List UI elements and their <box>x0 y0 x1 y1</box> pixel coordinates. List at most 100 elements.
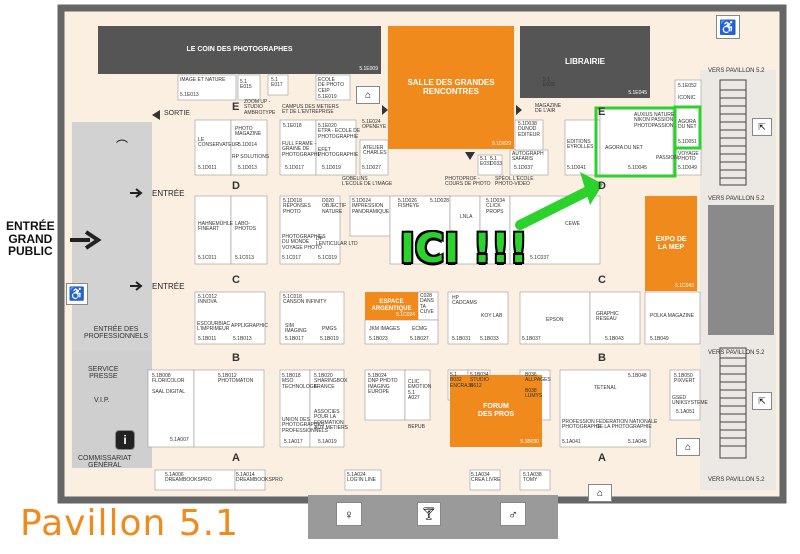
stand-code: 5.1C017 <box>282 255 301 261</box>
expo-de-la-mep: EXPO DE LA MEP 5.1C043 <box>645 196 697 291</box>
wheelchair-icon: ♿ <box>66 283 88 305</box>
stand-label: 5.1D024 IMPRESSION PANORAMIQUE <box>352 198 390 215</box>
vip-label: V.I.P. <box>94 397 110 404</box>
stand-label: AGORA DU NET <box>605 145 643 151</box>
stand-label: CLIC EMOTION 5.1 A027 <box>408 379 432 401</box>
stand-label: GSED UNIKSYSTEME <box>672 395 708 407</box>
stand-label: ICONIC <box>678 95 696 101</box>
stand-code: 5.1B031 <box>452 336 471 342</box>
stand-label: B036 ALLPAGES B038 LUMYS <box>525 372 551 399</box>
stand-label: 5.1B008 FLORICOLOR SAAL DIGITAL <box>152 373 186 395</box>
stand-code: 5.1B019 <box>320 336 339 342</box>
vers-pavillon-label: VERS PAVILLON 5.2 <box>708 477 765 483</box>
stand-code: 5.1B023 <box>369 336 388 342</box>
entree-grand-public: ENTRÉE GRAND PUBLIC <box>6 219 55 259</box>
stand-code: 5.1C013 <box>235 255 254 261</box>
stand-label: PHOTOPROF - COURS DE PHOTO <box>445 176 491 188</box>
stand-code: 5.1A041 <box>562 439 581 445</box>
stand-code: 5.1D037 <box>514 165 533 171</box>
sortie-label: SORTIE <box>164 110 190 117</box>
stand-label: ECOLE DE PHOTO CEIP <box>318 77 345 94</box>
stand-label: FEDERATION NATIONALE DE LA PHOTOGRAPHIE <box>596 419 658 431</box>
stand-code: 5.1D049 <box>678 165 697 171</box>
stand-label: PHOTO MAGAZINE <box>235 126 262 138</box>
stand-label: LNLA <box>460 214 473 220</box>
stand-code: 5.1B011 <box>198 336 217 342</box>
stand-label: ATELIER CHARLES <box>363 145 387 157</box>
stand-code: 5.1A019 <box>318 439 337 445</box>
stand-label: 5.1D028 <box>430 198 449 204</box>
stand-code: 5.1D045 <box>628 165 647 171</box>
stand-label: 5.1B024 DNP PHOTO IMAGING EUROPE <box>368 373 398 395</box>
stand-label: POLKA MAGAZINE <box>650 313 694 319</box>
stand-label: D020 OBJECTIF NATURE <box>322 198 347 215</box>
stand-code: 5.1B027 <box>410 336 429 342</box>
stand-code: 5.1B033 <box>480 336 499 342</box>
hanger-icon: ⌒ <box>115 138 128 153</box>
stand-label: 5.1C018 CANSON INFINITY <box>283 294 327 306</box>
librairie: LIBRAIRIE 5.1E045 <box>520 26 650 98</box>
stand-label: SPÉOL L'ÉCOLE PHOTO-VIDEO <box>495 176 534 188</box>
stand-code: 5.1D013 <box>238 165 257 171</box>
ici-callout: ICI !!! <box>400 226 528 272</box>
entree-professionnels: ENTRÉE DES PROFESSIONNELS <box>84 326 149 341</box>
forum-des-pros: FORUM DES PROS 5.1B030 <box>450 375 542 447</box>
stand-label: GRAPHIC RESEAU <box>596 311 619 323</box>
wheelchair-icon: ♿ <box>716 15 740 39</box>
stand-label: PHOTOGRAPHIES DU MONDE VOYAGE PHOTO <box>282 234 326 251</box>
stand-code: 5.1D011 <box>198 165 217 171</box>
stand-label: CAMPUS DES METIERS ET DE L'ENTREPRISE <box>282 104 339 116</box>
stand-label: TETENAL <box>594 385 617 391</box>
coin-des-photographes: LE COIN DES PHOTOGRAPHES 5.1E009 <box>98 26 381 74</box>
stand-label: 5.1D038 DUNOD EDITEUR <box>518 121 540 138</box>
aisle-label-a: A <box>232 452 240 464</box>
stand-label: 5.1 B032 ENCRAJE <box>450 372 474 389</box>
salle-des-grandes-rencontres: SALLE DES GRANDES RENCONTRES 5.1D029 <box>388 26 514 149</box>
stand-code: 5.1B017 <box>285 336 304 342</box>
aisle-label-b: B <box>598 352 606 364</box>
stand-code: 5.1D027 <box>362 165 381 171</box>
stand-label: C028 DANS TA CUVE <box>420 293 434 315</box>
stand-label: EFET PHOTOGRAPHIE <box>318 147 359 159</box>
stand-label: 5.1E018 <box>283 123 302 129</box>
entree-label: ENTRÉE <box>152 282 185 291</box>
stand-label: ASSOCIES POUR LA FORMATION AUX METIERS <box>314 409 348 431</box>
stand-label: VOYAGE PHOTO <box>678 151 699 163</box>
stand-label: CEWE <box>565 221 580 227</box>
stand-label: ZOOM UP - STUDIO AMBROTYPE <box>244 99 276 116</box>
stand-label: 5.1 D033 <box>490 156 502 168</box>
stand-code: 5.1A051 <box>676 409 695 415</box>
stand-label: JKM IMAGES <box>369 326 400 332</box>
stand-label: 5.1A024 LOG'IN LINE <box>347 472 377 484</box>
bar-icon: 🍸︎ <box>417 502 441 526</box>
stand-label: 5.1B034 STUDIO B612 <box>470 372 489 389</box>
stand-label: AUXIUS NATURE NIKON PASSION PHOTOPASSION <box>634 112 675 129</box>
vers-pavillon-label: VERS PAVILLON 5.2 <box>708 68 765 74</box>
aisle-label-b: B <box>232 352 240 364</box>
stand-label: BEPUB <box>408 424 425 430</box>
stand-code: 5.1C011 <box>198 255 217 261</box>
aisle-label-e: E <box>232 101 240 113</box>
stand-code: 5.1B037 <box>522 336 541 342</box>
stand-label: 5.1A038 TOMY <box>523 472 542 484</box>
stand-label: 5.1 E017 <box>271 77 283 89</box>
stand-label: PROFESSION PHOTOGRAPHE <box>562 419 601 431</box>
stand-label: 5.1E052 <box>678 83 697 89</box>
stand-code: 5.1A017 <box>284 439 303 445</box>
escalator-icon: ⇱ <box>752 118 772 136</box>
callout-arrow <box>515 185 595 230</box>
stand-label: KOY LAB <box>481 313 503 319</box>
stand-code: 5.1D014 <box>238 142 257 148</box>
stand-label: MAGAZINE DE L'AIR <box>535 103 562 115</box>
stand-label: PASSION <box>656 155 678 161</box>
stand-code: 5.1A007 <box>170 437 189 443</box>
restroom-men-icon: ♂ <box>500 502 526 526</box>
stand-code: 5.1D017 <box>285 165 304 171</box>
stand-label: LABO- PHOTOS <box>235 221 257 233</box>
aisle-label-a: A <box>598 452 606 464</box>
aisle-label-e: E <box>598 106 606 118</box>
stand-code: 5.1B049 <box>650 336 669 342</box>
stand-label: APPLIGRAPHIC <box>231 323 268 329</box>
stand-label: IMAGE ET NATURE <box>180 77 226 83</box>
stand-label: UNION DES PHOTOGRAPHES PROFESSIONNELS <box>282 417 328 434</box>
